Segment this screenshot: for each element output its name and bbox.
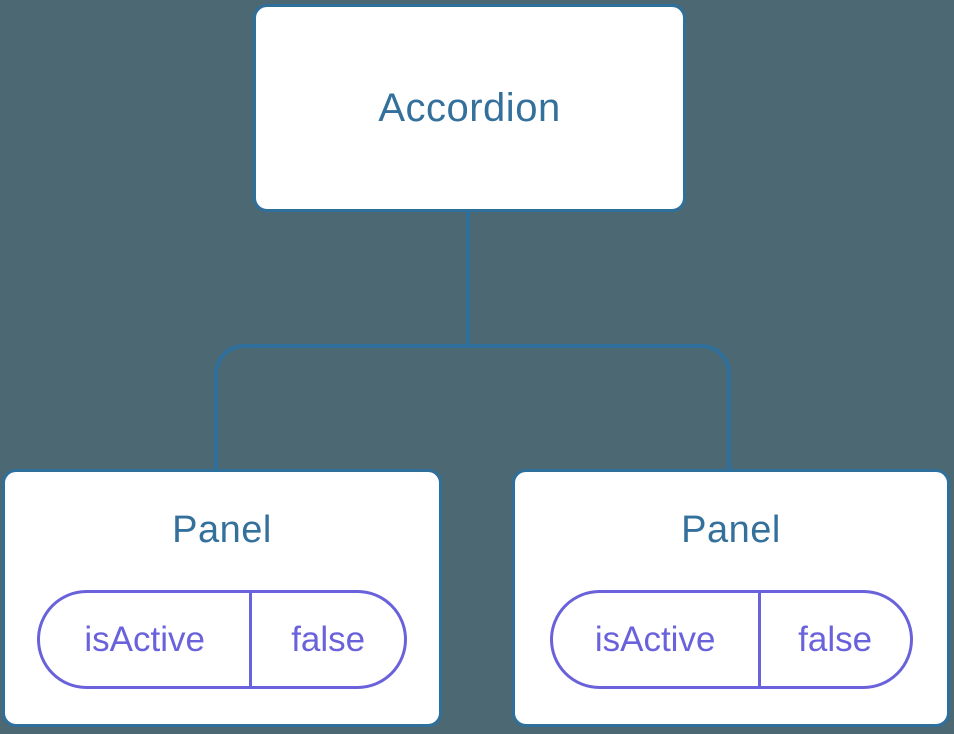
panel-node-right: Panel isActive false (512, 469, 950, 727)
state-key-left: isActive (40, 593, 253, 686)
state-value-right: false (798, 619, 873, 659)
state-pill-right: isActive false (549, 590, 913, 689)
accordion-node: Accordion (253, 4, 686, 212)
tree-connector-stem (466, 211, 470, 345)
panel-node-right-label: Panel (681, 509, 781, 551)
tree-connector-bracket (214, 344, 731, 469)
panel-node-left: Panel isActive false (2, 469, 442, 727)
panel-node-left-label: Panel (172, 509, 272, 551)
state-key-right: isActive (553, 593, 761, 686)
state-pill-left: isActive false (37, 590, 407, 689)
state-value-left: false (291, 619, 366, 659)
accordion-node-label: Accordion (378, 85, 561, 130)
